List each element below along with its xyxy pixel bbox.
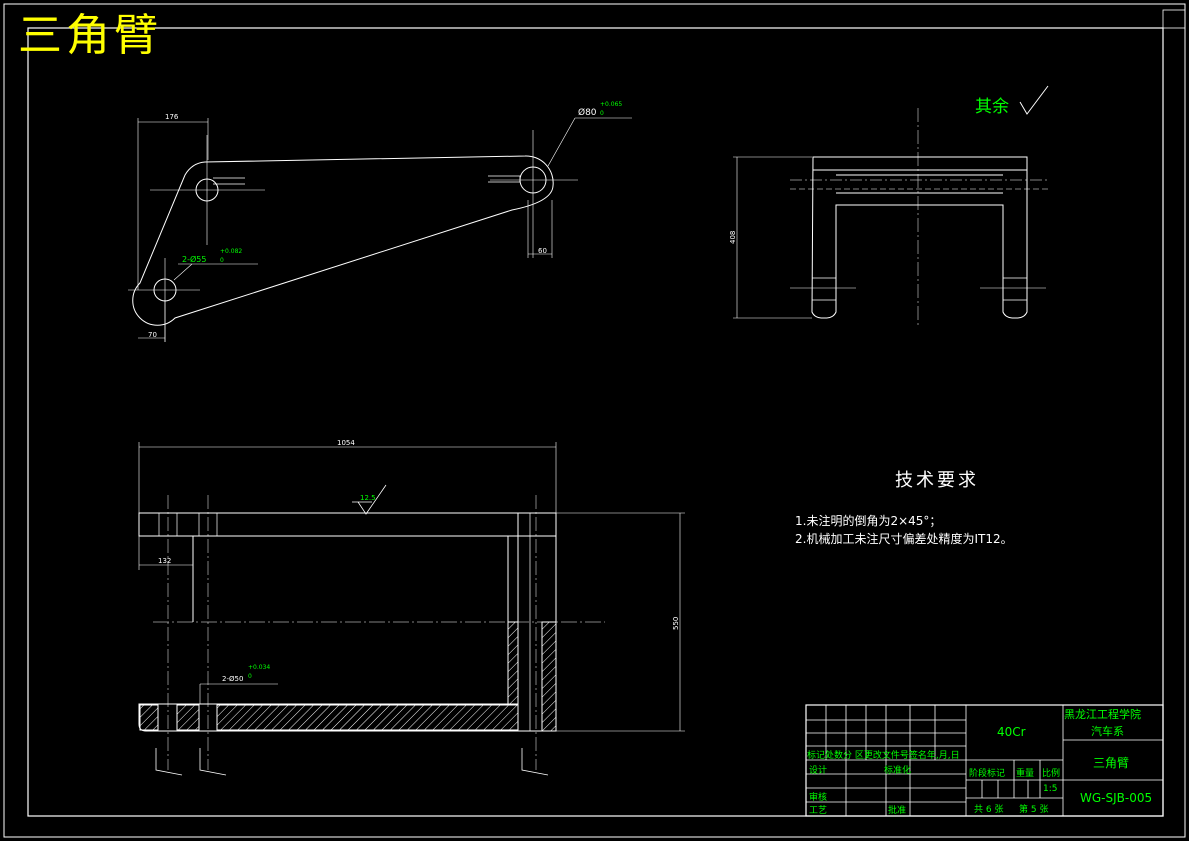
dim-side-height: 408 [729, 230, 737, 244]
tb-material: 40Cr [997, 725, 1026, 739]
tb-drawing-number: WG-SJB-005 [1080, 791, 1153, 805]
dim-bore-small-tol-upper: +0.082 [220, 248, 243, 255]
dim-surface-roughness: 12.5 [360, 494, 376, 502]
tb-standardize-label: 标准化 [884, 766, 912, 776]
tb-design-label: 设计 [809, 766, 828, 776]
side-view [733, 85, 1050, 325]
tech-requirement-1: 1.未注明的倒角为2×45°； [795, 514, 942, 528]
outer-frame [3, 3, 1186, 838]
dim-overall-height: 550 [672, 616, 680, 630]
dim-bore-small-tol-lower: 0 [220, 257, 224, 264]
dim-bore-bottom: 2-Ø50 [222, 675, 244, 683]
tech-requirements-heading: 技术要求 [895, 470, 979, 491]
tb-review-label: 审核 [809, 793, 828, 803]
tb-row-labels: 标记处数分 区更改文件号签名年,月,日 [807, 751, 960, 761]
tb-weight-label: 重量 [1016, 769, 1035, 779]
dim-end-width: 60 [538, 247, 547, 255]
tb-approve-label: 批准 [888, 806, 907, 816]
dim-top-width: 176 [165, 113, 179, 121]
inner-frame [27, 27, 1164, 817]
dim-bore-large-tol-upper: +0.065 [600, 101, 623, 108]
drawing-title: 三角臂 [18, 10, 162, 61]
tb-sheet-total: 共 6 张 [974, 805, 1004, 815]
tb-department: 汽车系 [1091, 725, 1124, 738]
dim-bore-bottom-tol-upper: +0.034 [248, 664, 271, 671]
title-block [805, 704, 1164, 817]
section-view [138, 442, 685, 776]
tb-ratio-label: 比例 [1042, 769, 1061, 779]
tech-requirement-2: 2.机械加工未注尺寸偏差处精度为IT12。 [795, 532, 1013, 546]
surface-rest-note: 其余 [975, 97, 1009, 117]
corner-mark [1162, 9, 1186, 29]
dim-bore-small: 2-Ø55 [182, 255, 207, 264]
dim-left-inset: 132 [158, 557, 172, 565]
dim-overall-length: 1054 [337, 439, 355, 447]
dim-bore-large: Ø80 [578, 108, 597, 118]
dim-bore-bottom-tol-lower: 0 [248, 673, 252, 680]
tb-stage-label: 阶段标记 [969, 769, 1006, 779]
dim-bore-large-tol-lower: 0 [600, 110, 604, 117]
tb-part-name: 三角臂 [1093, 756, 1130, 770]
tb-scale: 1:5 [1043, 784, 1058, 794]
tb-sheet-number: 第 5 张 [1019, 805, 1049, 815]
front-view [128, 117, 632, 342]
dim-left-offset: 70 [148, 331, 157, 339]
tb-school: 黑龙江工程学院 [1064, 708, 1141, 721]
tb-process-label: 工艺 [809, 806, 828, 816]
